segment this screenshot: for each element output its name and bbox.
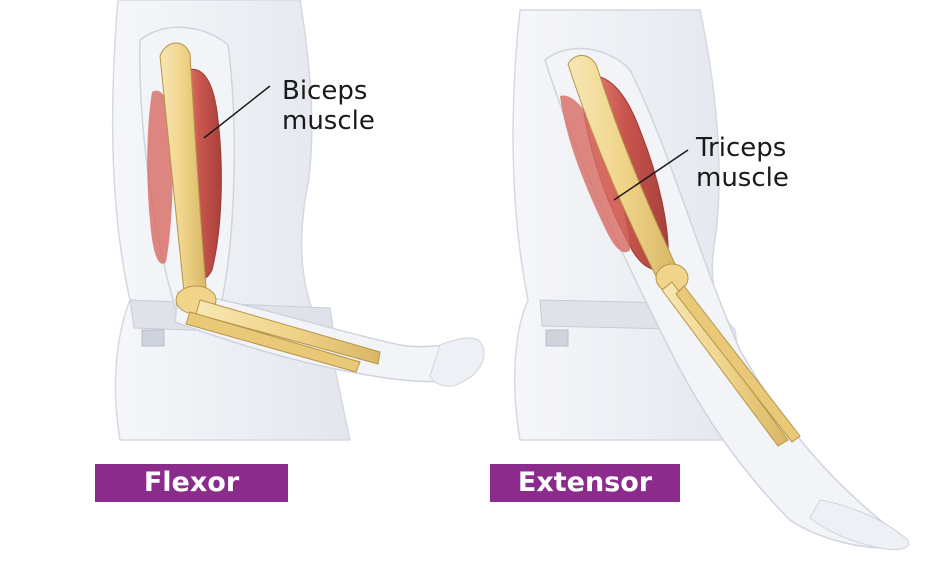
extensor-belt-buckle bbox=[546, 330, 568, 346]
triceps-label: Triceps muscle bbox=[696, 133, 789, 193]
extensor-caption: Extensor bbox=[490, 464, 680, 502]
biceps-label: Biceps muscle bbox=[282, 76, 375, 136]
flexor-figure bbox=[113, 0, 484, 440]
flexor-caption: Flexor bbox=[95, 464, 288, 502]
flexor-belt-buckle bbox=[142, 330, 164, 346]
